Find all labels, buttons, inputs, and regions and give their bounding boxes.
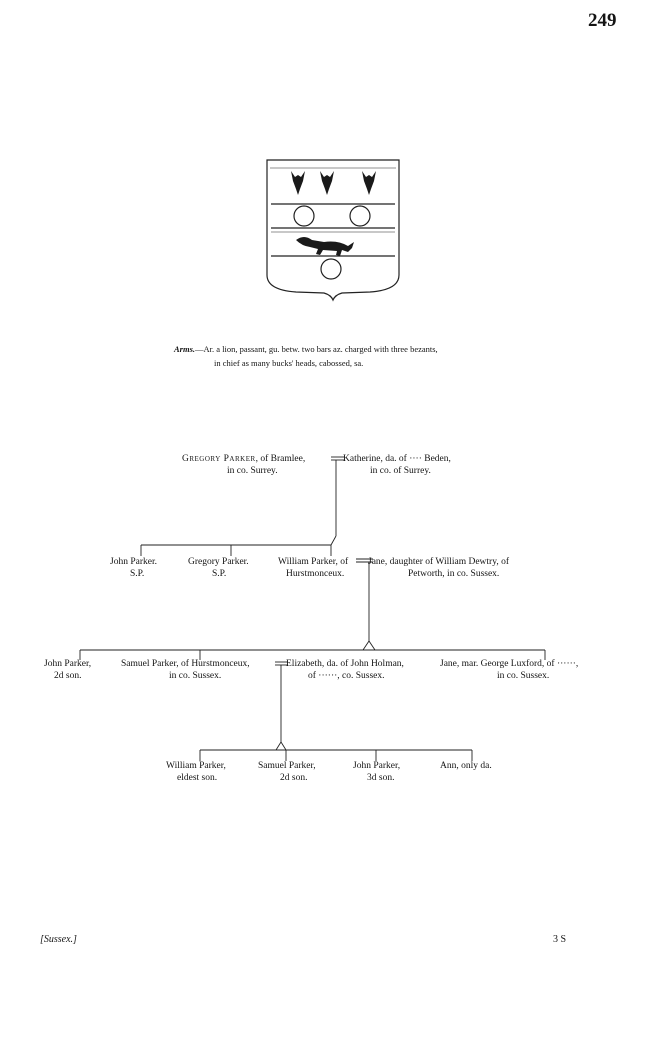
- bucks-heads-icon: [291, 171, 376, 195]
- arms-caption-line2: in chief as many bucks' heads, cabossed,…: [214, 358, 364, 368]
- footer-county: [Sussex.]: [40, 934, 77, 945]
- person-john-parker-gen2: John Parker. S.P.: [110, 557, 157, 579]
- person-gregory-parker-gen2: Gregory Parker. S.P.: [188, 557, 249, 579]
- person-ann-parker: Ann, only da.: [440, 761, 492, 771]
- footer-signature: 3 S: [553, 934, 567, 945]
- person-elizabeth-holman: Elizabeth, da. of John Holman, of ······…: [286, 659, 404, 681]
- person-samuel-parker-gen3: Samuel Parker, of Hurstmonceux, in co. S…: [121, 659, 250, 681]
- person-jane-luxford: Jane, mar. George Luxford, of ······, in…: [440, 659, 579, 681]
- person-john-parker-gen3: John Parker, 2d son.: [44, 659, 92, 681]
- person-john-parker-gen4: John Parker, 3d son.: [353, 761, 401, 783]
- arms-caption-line1: Arms.—Ar. a lion, passant, gu. betw. two…: [174, 344, 438, 354]
- person-katherine-beden: Katherine, da. of ···· Beden, in co. of …: [343, 454, 451, 476]
- person-william-parker-gen4: William Parker, eldest son.: [166, 761, 226, 783]
- person-gregory-parker-sr: Gregory Parker, of Bramlee, in co. Surre…: [182, 454, 306, 476]
- lion-passant-icon: [296, 237, 354, 256]
- page-number: 249: [588, 10, 617, 31]
- person-samuel-parker-gen4: Samuel Parker, 2d son.: [258, 761, 316, 783]
- person-william-parker: William Parker, of Hurstmonceux.: [278, 557, 349, 579]
- person-jane-dewtry: Jane, daughter of William Dewtry, of Pet…: [368, 557, 510, 579]
